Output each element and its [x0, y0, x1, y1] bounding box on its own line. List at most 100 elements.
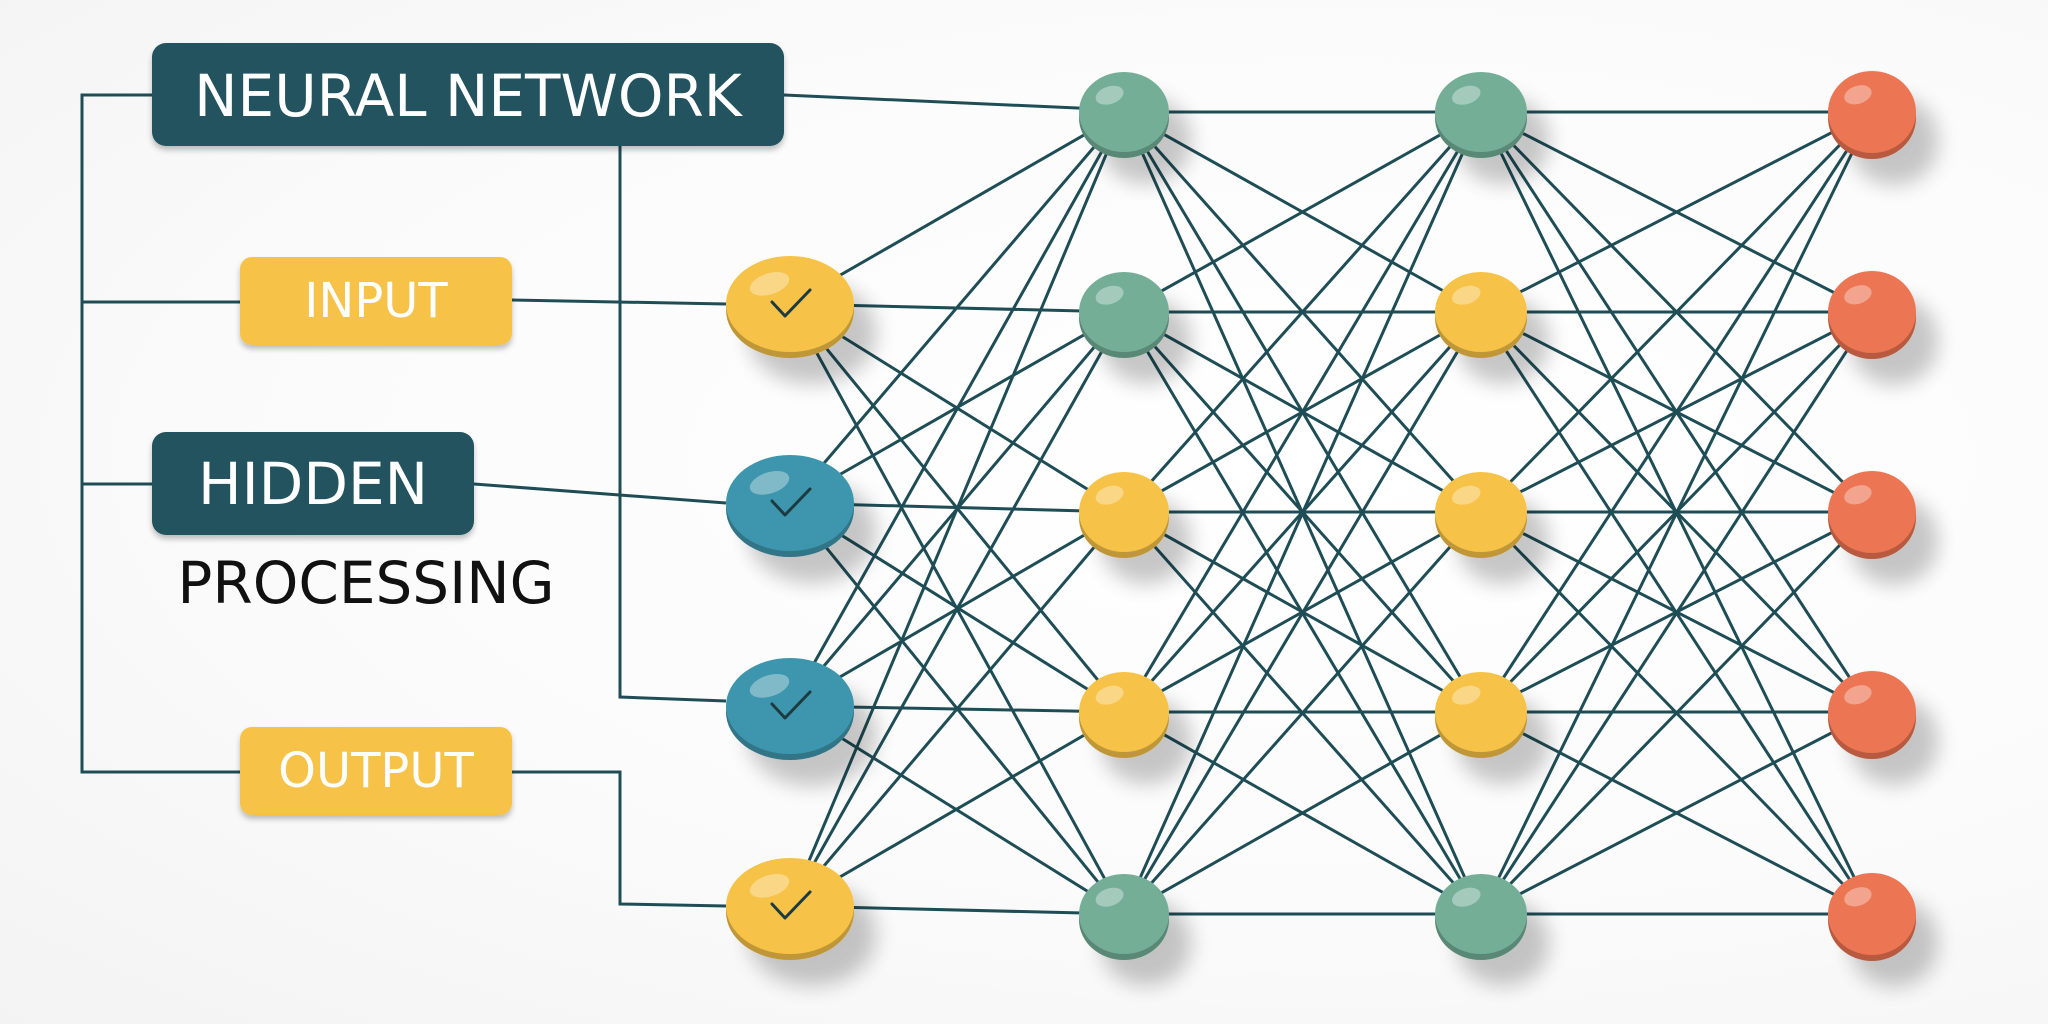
checkmark-icon [770, 690, 812, 720]
output-layer-node [1828, 271, 1916, 359]
node-highlight [1095, 85, 1124, 105]
node-highlight [1095, 485, 1124, 505]
connection-line [1479, 311, 1874, 915]
input-layer-node [726, 858, 854, 960]
node-highlight [1452, 485, 1481, 505]
title-box: NEURAL NETWORK [152, 43, 784, 146]
node-highlight [1844, 285, 1872, 305]
node-body [726, 256, 854, 352]
node-body [726, 658, 854, 754]
node-highlight [1844, 85, 1872, 105]
connection-line [1122, 111, 1483, 713]
title-drop-line [618, 146, 727, 703]
node-body [1828, 271, 1916, 353]
hidden-layer-1-node [1079, 672, 1169, 758]
checkmark-icon [770, 487, 812, 517]
title-to-network [783, 93, 1123, 112]
connection-line [788, 111, 1126, 504]
input-layer-node [726, 658, 854, 760]
output-layer-node [1828, 71, 1916, 159]
node-body [1079, 874, 1169, 954]
node-body [726, 858, 854, 954]
connection-line [788, 511, 1126, 907]
hidden-box-bg [152, 432, 474, 535]
node-highlight [749, 673, 790, 698]
node-highlight [1844, 685, 1872, 705]
hidden-layer-1-node [1079, 72, 1169, 158]
hidden-layer-2-node [1435, 472, 1527, 558]
processing-label: PROCESSING [177, 549, 554, 617]
node-highlight [1452, 887, 1481, 907]
node-body [1435, 672, 1527, 752]
connection-line [1123, 110, 1482, 314]
connection-line [1122, 111, 1483, 513]
input-to-node [511, 298, 727, 306]
input-layer-node [726, 256, 854, 358]
connection-line [788, 311, 1126, 907]
output-layer-node [1828, 471, 1916, 559]
network-connections [788, 110, 1874, 916]
output-to-node [512, 770, 727, 908]
hidden-layer-2-node [1435, 72, 1527, 158]
connection-line [788, 111, 1126, 907]
checkmark-icon [770, 288, 812, 318]
node-body [1079, 72, 1169, 152]
node-highlight [1452, 285, 1481, 305]
output-layer-node [1828, 671, 1916, 759]
node-body [1828, 71, 1916, 153]
connection-line [1122, 311, 1483, 915]
node-highlight [1844, 485, 1872, 505]
connection-line [1480, 110, 1873, 314]
hidden-box: HIDDEN [152, 432, 474, 535]
hidden-layer-1-node [1079, 874, 1169, 960]
node-body [1079, 672, 1169, 752]
node-body [1079, 472, 1169, 552]
node-body [1828, 873, 1916, 955]
label-connectors [80, 93, 1123, 908]
hidden-to-node [473, 482, 727, 505]
connection-line [789, 110, 1125, 306]
node-body [726, 455, 854, 551]
checkmark-icon [770, 890, 812, 920]
node-body [1435, 472, 1527, 552]
node-highlight [749, 873, 790, 898]
hidden-layer-1-node [1079, 472, 1169, 558]
node-body [1435, 874, 1527, 954]
node-highlight [1095, 887, 1124, 907]
connection-line [1479, 111, 1874, 915]
node-body [1828, 471, 1916, 553]
connection-line [1479, 111, 1874, 713]
connection-line [1479, 510, 1874, 916]
node-highlight [749, 470, 790, 495]
output-layer-node [1828, 873, 1916, 961]
connection-line [1123, 710, 1482, 916]
connection-line [788, 111, 1126, 707]
hidden-layer-2-node [1435, 272, 1527, 358]
left-bracket-line [80, 93, 240, 774]
node-body [1828, 671, 1916, 753]
connection-line [1480, 710, 1873, 916]
output-box: OUTPUT [240, 727, 512, 815]
node-highlight [1844, 887, 1872, 907]
node-highlight [1452, 85, 1481, 105]
connection-line [1122, 111, 1483, 915]
connection-line [1122, 511, 1483, 915]
node-body [1435, 272, 1527, 352]
connection-line [789, 710, 1125, 908]
input-box-bg [240, 257, 512, 345]
input-layer-node [726, 455, 854, 557]
input-box: INPUT [240, 257, 512, 345]
network-nodes [726, 71, 1916, 961]
node-highlight [1095, 685, 1124, 705]
node-body [1079, 272, 1169, 352]
node-highlight [1095, 285, 1124, 305]
hidden-layer-1-node [1079, 272, 1169, 358]
connection-line [1479, 110, 1874, 514]
output-box-bg [240, 727, 512, 815]
node-body [1435, 72, 1527, 152]
hidden-layer-2-node [1435, 672, 1527, 758]
node-highlight [749, 271, 790, 296]
node-highlight [1452, 685, 1481, 705]
